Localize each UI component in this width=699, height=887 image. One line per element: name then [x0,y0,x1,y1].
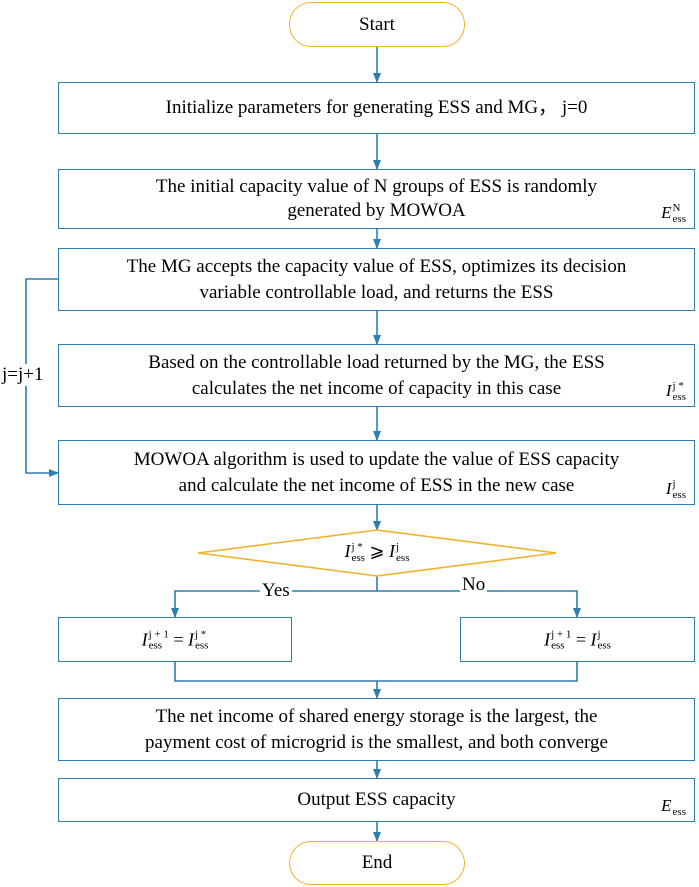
no-merge [377,662,578,682]
start-terminal: Start [289,2,465,47]
output-box: Output ESS capacity E ess [58,778,695,822]
yes-merge [174,662,377,682]
formula-E-ess: E ess [661,795,686,818]
mowoa-update-box: MOWOA algorithm is used to update the va… [58,440,695,505]
mg-accepts-line1: The MG accepts the capacity value of ESS… [126,256,627,277]
yes-branch [171,590,377,618]
mg-accepts-line2: variable controllable load, and returns … [199,282,554,303]
net-income-box: The net income of shared energy storage … [58,698,695,761]
net-income-line1: The net income of shared energy storage … [155,706,598,727]
loop-label: j=j+1 [2,364,44,386]
net-income-line2: payment cost of microgrid is the smalles… [145,732,608,753]
based-on-line1: Based on the controllable load returned … [148,352,605,373]
mowoa-update-line2: and calculate the net income of ESS in t… [178,475,575,496]
based-on-box: Based on the controllable load returned … [58,344,695,407]
yes-label: Yes [260,580,292,602]
end-label: End [361,852,393,873]
initial-capacity-box: The initial capacity value of N groups o… [58,169,695,229]
decision-diamond [197,529,557,577]
initial-capacity-line1: The initial capacity value of N groups o… [155,176,598,197]
end-terminal: End [289,841,465,885]
mg-accepts-box: The MG accepts the capacity value of ESS… [58,248,695,311]
output-text: Output ESS capacity [297,789,456,810]
init-box: Initialize parameters for generating ESS… [58,82,695,134]
based-on-line2: calculates the net income of capacity in… [191,378,562,399]
start-label: Start [359,13,395,35]
mowoa-update-line1: MOWOA algorithm is used to update the va… [133,449,620,470]
init-text: Initialize parameters for generating ESS… [165,97,588,118]
initial-capacity-line2: generated by MOWOA [287,200,466,221]
no-label: No [460,574,488,596]
no-branch [377,590,581,618]
